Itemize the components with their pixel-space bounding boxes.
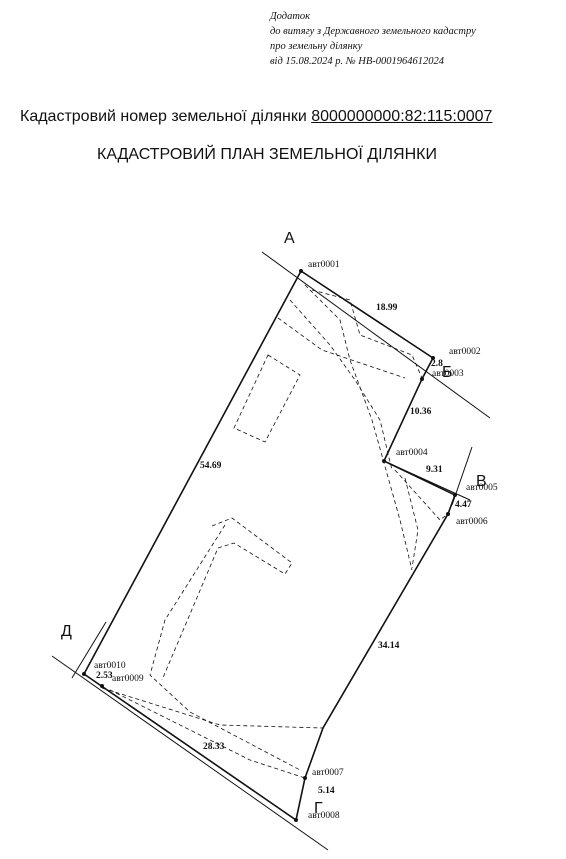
- length-label-7: 5.14: [318, 786, 335, 796]
- point-marker-7: [303, 776, 307, 780]
- point-label-6: авт0006: [456, 517, 488, 527]
- point-label-4: авт0004: [396, 448, 428, 458]
- neighbour-line-bottom: [51, 655, 329, 851]
- point-marker-2: [431, 356, 435, 360]
- neighbour-line-top: [261, 251, 491, 419]
- corner-contour-right: [394, 469, 449, 521]
- corner-contour-mid: [404, 477, 419, 569]
- point-label-5: авт0005: [466, 483, 498, 493]
- cadastral-number-label: Кадастровий номер земельної ділянки: [20, 108, 312, 125]
- length-label-6: 34.14: [378, 641, 400, 651]
- point-marker-9: [100, 684, 104, 688]
- point-marker-3: [420, 377, 424, 381]
- length-label-4: 9.31: [426, 465, 443, 475]
- path-contour-outer: [149, 524, 301, 771]
- point-label-2: авт0002: [449, 347, 481, 357]
- neighbour-lines: [51, 251, 491, 851]
- building-contour: [233, 354, 301, 443]
- length-label-3: 10.36: [410, 407, 432, 417]
- corner-label-a: А: [284, 230, 295, 247]
- point-marker-5: [453, 493, 457, 497]
- length-label-2: 2.8: [431, 359, 443, 369]
- drive-contour-cross: [277, 317, 406, 379]
- length-label-10: 54.69: [200, 461, 222, 471]
- length-label-9: 2.53: [96, 671, 113, 681]
- appendix-line-3: про земельну ділянку: [270, 41, 363, 52]
- bottom-contour-a: [101, 687, 324, 729]
- point-marker-4: [382, 459, 386, 463]
- corner-label-b: Б: [442, 364, 453, 381]
- point-label-7: авт0007: [312, 768, 344, 778]
- drive-contour-left: [289, 299, 393, 471]
- bottom-contour-b: [109, 689, 306, 779]
- length-label-1: 18.99: [376, 303, 398, 313]
- corner-label-d: Д: [61, 623, 72, 640]
- appendix-line-2: до витягу з Державного земельного кадаст…: [270, 26, 476, 37]
- boundary-points: [82, 269, 457, 822]
- path-contour-inner: [304, 284, 413, 571]
- appendix-line-1: Додаток: [270, 11, 311, 22]
- cadastral-number-line: Кадастровий номер земельної ділянки 8000…: [20, 108, 492, 126]
- point-marker-1: [299, 269, 303, 273]
- point-label-1: авт0001: [308, 260, 340, 270]
- plan-title: КАДАСТРОВИЙ ПЛАН ЗЕМЕЛЬНОЇ ДІЛЯНКИ: [97, 146, 437, 163]
- point-marker-6: [446, 512, 450, 516]
- point-marker-10: [82, 672, 86, 676]
- corner-label-v: В: [476, 473, 487, 490]
- neighbour-line-left: [71, 621, 107, 679]
- length-label-5: 4.47: [455, 500, 472, 510]
- parcel-boundary: [82, 269, 457, 822]
- cadastral-number: 8000000000:82:115:0007: [311, 108, 493, 125]
- point-label-3: авт0003: [432, 369, 464, 379]
- internal-contours: [101, 284, 449, 779]
- structure-contour: [161, 517, 293, 681]
- point-label-10: авт0010: [94, 661, 126, 671]
- appendix-note: Додаток до витягу з Державного земельног…: [270, 9, 476, 69]
- corner-label-g: Г: [314, 800, 323, 817]
- point-marker-8: [294, 818, 298, 822]
- point-label-9: авт0009: [112, 674, 144, 684]
- point-label-8: авт0008: [308, 811, 340, 821]
- length-label-8: 28.33: [203, 742, 225, 752]
- appendix-line-4: від 15.08.2024 р. № НВ-0001964612024: [270, 56, 445, 67]
